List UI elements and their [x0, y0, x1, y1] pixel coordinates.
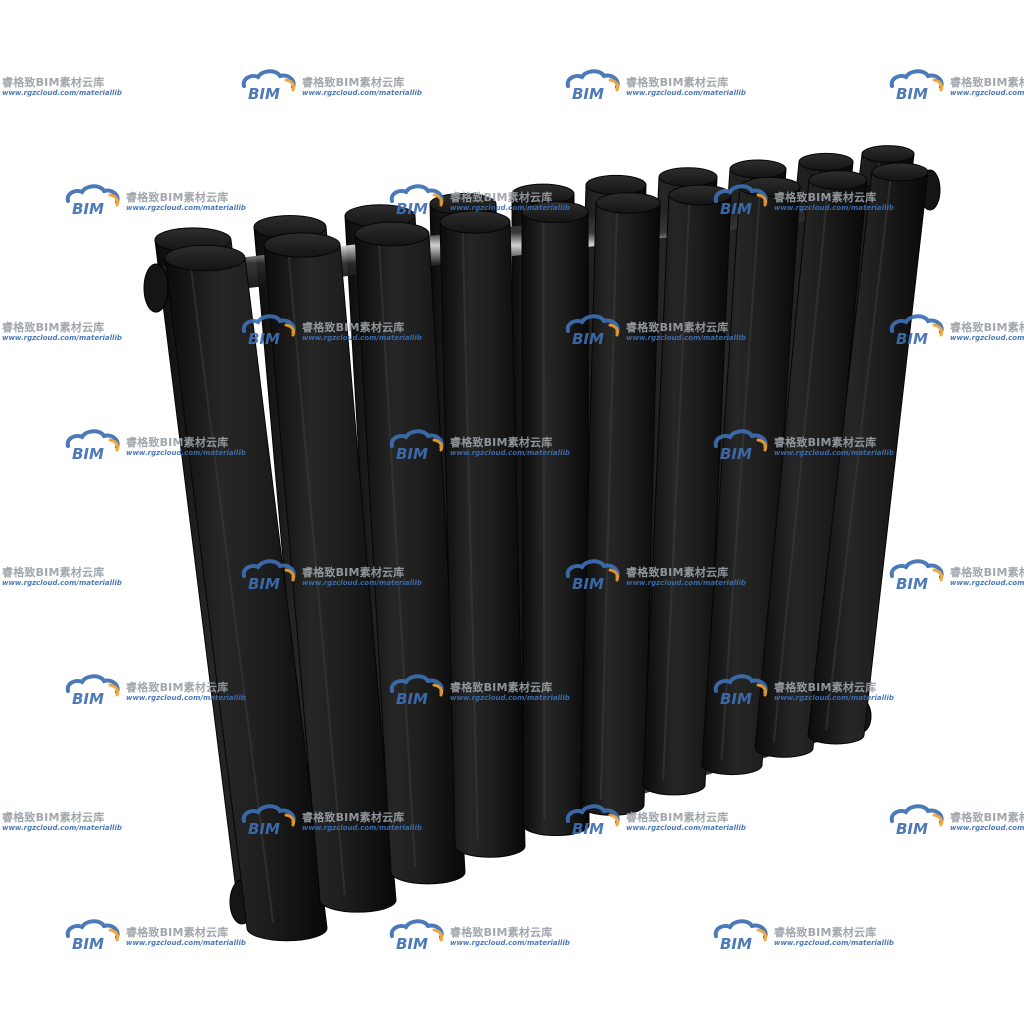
- front-column: [521, 200, 590, 837]
- front-column: [701, 176, 801, 776]
- front-column: [439, 210, 526, 858]
- inlet-cap: [143, 263, 169, 313]
- front-column: [754, 170, 868, 758]
- front-column: [263, 232, 397, 913]
- radiator-front-columns: [164, 162, 929, 942]
- front-column: [354, 221, 466, 885]
- front-column: [164, 244, 328, 942]
